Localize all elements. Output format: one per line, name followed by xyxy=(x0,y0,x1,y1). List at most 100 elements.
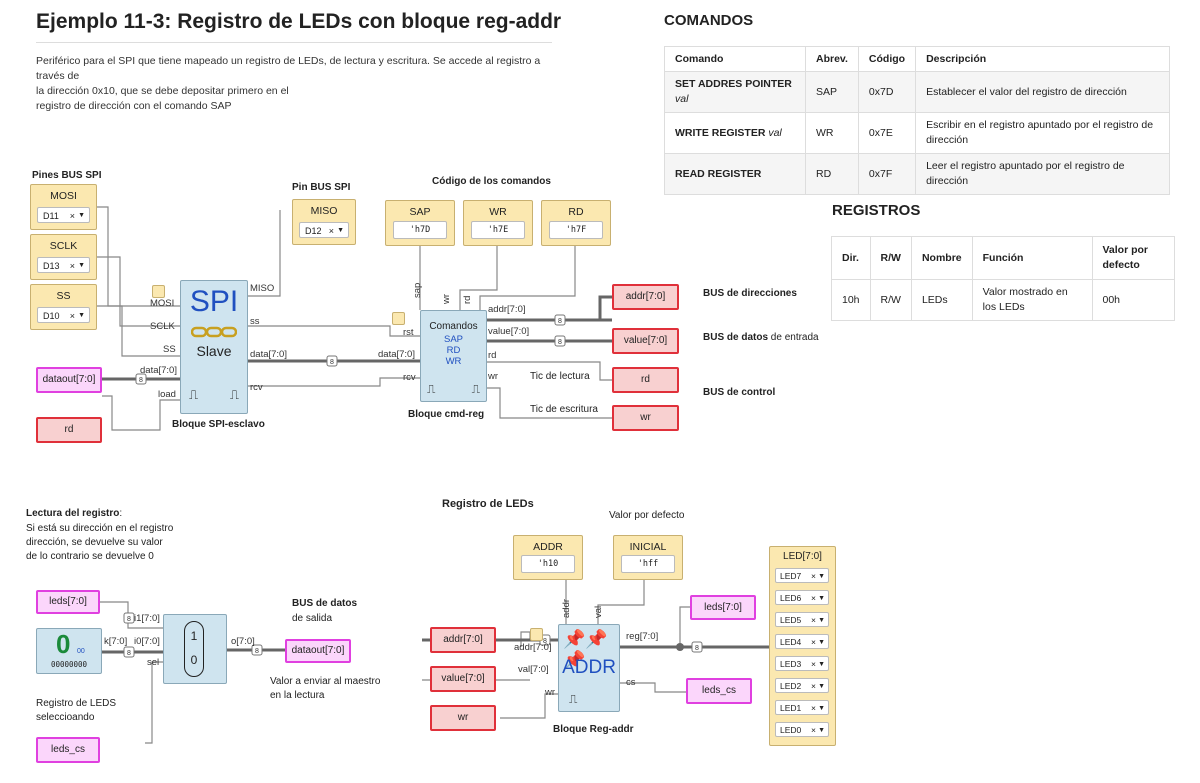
registers-header-row: Dir. R/W Nombre Función Valor por defect… xyxy=(831,236,1175,280)
table-cell: 0x7F xyxy=(857,153,917,195)
pin-select[interactable]: D12×▼ xyxy=(299,222,349,238)
pin-label: SCLK xyxy=(150,321,175,332)
clear-icon: × xyxy=(69,211,75,221)
col-header: Comando xyxy=(664,46,806,72)
const-value[interactable]: 'hff xyxy=(621,555,675,573)
const-value[interactable]: 'h10 xyxy=(521,555,575,573)
commands-title: COMANDOS xyxy=(664,12,754,29)
pin-label: data[7:0] xyxy=(140,365,177,376)
led-select[interactable]: LED2×▼ xyxy=(775,678,829,693)
led-output-panel[interactable]: LED[7:0] LED7×▼ LED6×▼ LED5×▼ LED4×▼ LED… xyxy=(769,546,836,746)
led-select[interactable]: LED0×▼ xyxy=(775,722,829,737)
reset-square[interactable] xyxy=(392,312,405,325)
reset-square[interactable] xyxy=(152,285,165,298)
cmd-sap: SAP xyxy=(443,334,463,345)
col-header: Nombre xyxy=(910,236,973,280)
pin-select[interactable]: D13×▼ xyxy=(37,257,90,273)
pushpin-icon: 📌📌📌 xyxy=(563,629,608,670)
led-select[interactable]: LED4×▼ xyxy=(775,634,829,649)
pin-label: rcv xyxy=(403,372,416,383)
pin-label: i1[7:0] xyxy=(134,613,160,624)
const-value[interactable]: 'h7F xyxy=(549,221,603,239)
led-panel-title: LED[7:0] xyxy=(783,551,822,562)
wr-constant[interactable]: WR 'h7E xyxy=(463,200,533,246)
rd-output-tag[interactable]: rd xyxy=(612,367,679,393)
reset-square[interactable] xyxy=(530,628,543,641)
lectura-registro-title: Lectura del registro: xyxy=(26,508,123,519)
value-output-tag[interactable]: value[7:0] xyxy=(612,328,679,354)
value-in-tag[interactable]: value[7:0] xyxy=(430,666,496,692)
bus-datos-salida-label: BUS de datos xyxy=(292,598,358,609)
col-header: Función xyxy=(971,236,1093,280)
table-cell: SAP xyxy=(805,71,859,113)
led-select[interactable]: LED3×▼ xyxy=(775,656,829,671)
dataout-tag[interactable]: dataout[7:0] xyxy=(36,367,102,393)
clear-icon: × xyxy=(811,593,816,603)
clock-icon: ⎍ xyxy=(471,382,480,396)
leds-cs-in-tag[interactable]: leds_cs xyxy=(36,737,100,763)
cmd-block-list: SAP RD WR xyxy=(421,334,486,367)
pin-label: rcv xyxy=(250,382,263,393)
pines-bus-spi-label: Pines BUS SPI xyxy=(32,170,102,181)
wr-output-tag[interactable]: wr xyxy=(612,405,679,431)
mux-zero: 0 xyxy=(190,653,198,667)
leds-cs-out-tag[interactable]: leds_cs xyxy=(686,678,752,704)
leds-out-tag[interactable]: leds[7:0] xyxy=(690,595,756,620)
pin-select[interactable]: D10×▼ xyxy=(37,307,90,323)
pin-select[interactable]: D11×▼ xyxy=(37,207,90,223)
bus-width-label: 8 xyxy=(139,377,143,384)
cmd-wr: WR xyxy=(445,356,462,367)
addr-constant[interactable]: ADDR 'h10 xyxy=(513,535,583,580)
sap-constant[interactable]: SAP 'h7D xyxy=(385,200,455,246)
zero-constant-display[interactable]: 0 00 00000000 xyxy=(36,628,102,674)
commands-table: Comando Abrev. Código Descripción SET AD… xyxy=(664,46,1170,195)
pin-label: wr xyxy=(545,687,556,698)
rd-constant[interactable]: RD 'h7F xyxy=(541,200,611,246)
leds-tag[interactable]: leds[7:0] xyxy=(36,590,100,614)
pin-label: wr xyxy=(488,371,499,382)
bus-datos-salida-sub: de salida xyxy=(292,613,333,624)
sclk-pin-input[interactable]: SCLK D13×▼ xyxy=(30,234,97,280)
tic-lectura-label: Tic de lectura xyxy=(530,371,590,382)
addr-in-tag[interactable]: addr[7:0] xyxy=(430,627,496,653)
codigo-comandos-label: Código de los comandos xyxy=(432,176,551,187)
mux-block[interactable]: 1 0 xyxy=(163,614,227,684)
clock-icon: ⎍ xyxy=(189,387,199,402)
cmd-reg-block[interactable]: Comandos SAP RD WR ⎍ ⎍ xyxy=(420,310,487,402)
pin-bus-spi-label: Pin BUS SPI xyxy=(292,182,351,193)
led-select[interactable]: LED7×▼ xyxy=(775,568,829,583)
spi-block-caption: Bloque SPI-esclavo xyxy=(172,419,265,430)
const-value[interactable]: 'h7D xyxy=(393,221,447,239)
ss-pin-input[interactable]: SS D10×▼ xyxy=(30,284,97,330)
reg-addr-block[interactable]: 📌📌📌 ADDR ⎍ xyxy=(558,624,620,712)
chevron-down-icon: ▼ xyxy=(337,227,344,234)
miso-pin-output[interactable]: MISO D12×▼ xyxy=(292,199,356,245)
chevron-down-icon: ▼ xyxy=(78,262,85,269)
inicial-constant[interactable]: INICIAL 'hff xyxy=(613,535,683,580)
pin-name: MISO xyxy=(310,205,338,217)
command-name: READ REGISTER xyxy=(675,167,762,180)
table-cell: WRITE REGISTER val xyxy=(664,112,806,154)
clear-icon: × xyxy=(69,261,75,271)
col-header: Dir. xyxy=(831,236,871,280)
spi-subtitle: Slave xyxy=(196,343,232,359)
led-select[interactable]: LED6×▼ xyxy=(775,590,829,605)
addr-output-tag[interactable]: addr[7:0] xyxy=(612,284,679,310)
pin-label: k[7:0] xyxy=(104,636,128,647)
table-cell: Leer el registro apuntado por el registr… xyxy=(915,153,1170,195)
spi-title: SPI xyxy=(189,285,239,318)
rd-input-tag[interactable]: rd xyxy=(36,417,102,443)
const-value[interactable]: 'h7E xyxy=(471,221,525,239)
spi-slave-block[interactable]: SPI Slave ⎍ ⎍ xyxy=(180,280,248,414)
dataout-out-tag[interactable]: dataout[7:0] xyxy=(285,639,351,663)
led-select[interactable]: LED1×▼ xyxy=(775,700,829,715)
led-select[interactable]: LED5×▼ xyxy=(775,612,829,627)
bus-width-label: 8 xyxy=(255,648,259,655)
mosi-pin-input[interactable]: MOSI D11×▼ xyxy=(30,184,97,230)
chevron-down-icon: ▼ xyxy=(818,639,825,646)
wr-in-tag[interactable]: wr xyxy=(430,705,496,731)
intro-line-2: la dirección 0x10, que se debe depositar… xyxy=(36,85,289,97)
pin-value: D10 xyxy=(43,311,60,321)
chevron-down-icon: ▼ xyxy=(818,705,825,712)
const-name: WR xyxy=(489,206,507,218)
